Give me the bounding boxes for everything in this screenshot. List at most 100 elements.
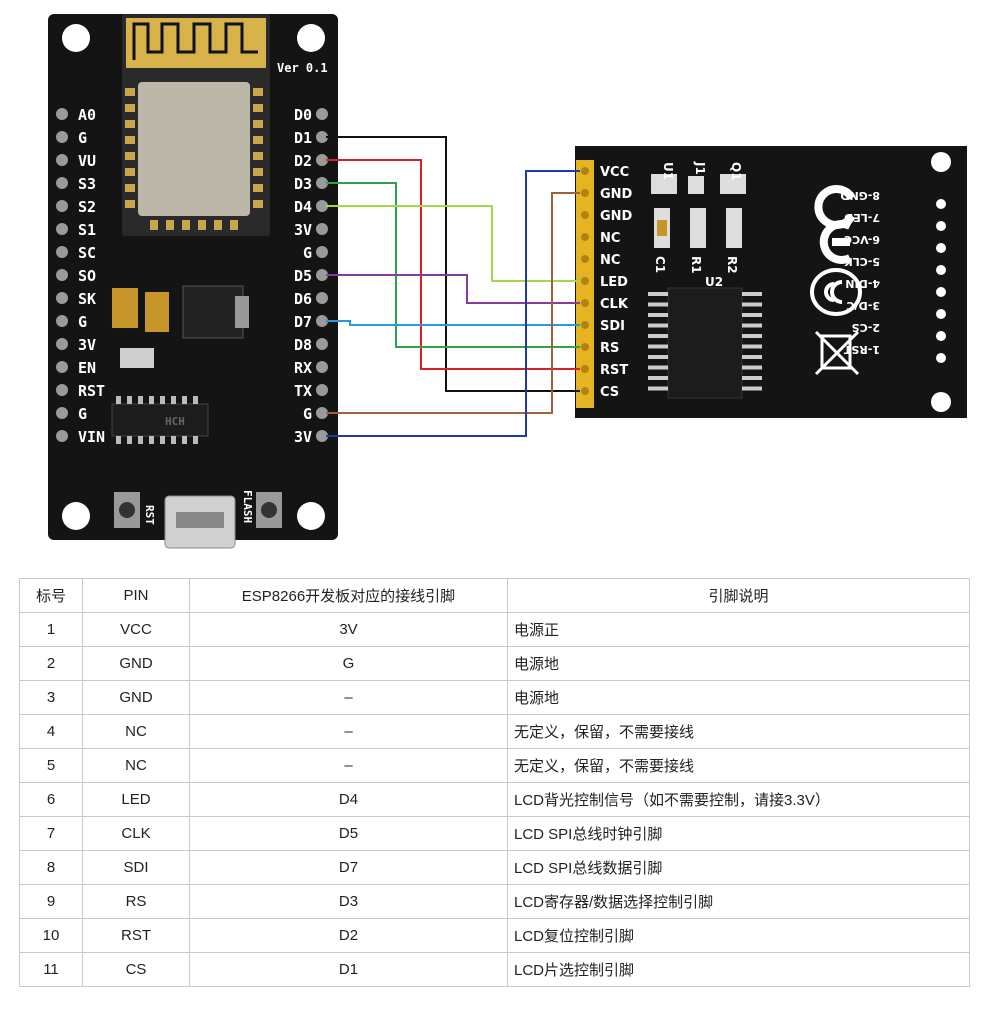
u2-leg — [742, 386, 762, 391]
module-pad — [125, 136, 135, 144]
right-pin-label: RX — [294, 359, 312, 377]
capacitor-2 — [145, 292, 169, 332]
pin-cell: SDI — [82, 850, 190, 885]
wire-d5-clk — [326, 274, 580, 304]
left-pin-label: A0 — [78, 106, 96, 124]
right-pin-hole — [316, 269, 328, 281]
lcd-header-label: VCC — [600, 165, 629, 180]
lcd-header-pin — [581, 167, 589, 175]
left-pin-hole — [56, 177, 68, 189]
u2-leg — [648, 365, 668, 370]
left-pin-label: S3 — [78, 175, 96, 193]
lcd-header-label: CLK — [600, 297, 629, 312]
description-cell: LCD背光控制信号（如不需要控制，请接3.3V） — [507, 782, 970, 817]
left-pin-hole — [56, 292, 68, 304]
left-pin-hole — [56, 430, 68, 442]
right-pin-label: D8 — [294, 336, 312, 354]
lcd-right-pin-hole — [936, 265, 946, 275]
right-pin-hole — [316, 407, 328, 419]
left-pin-hole — [56, 131, 68, 143]
lcd-header-label: RS — [600, 341, 619, 356]
description-cell: LCD SPI总线数据引脚 — [507, 850, 970, 885]
right-pin-hole — [316, 361, 328, 373]
left-pin-hole — [56, 108, 68, 120]
header-pin: PIN — [82, 578, 190, 613]
u2-leg — [648, 355, 668, 359]
component-label: J1 — [693, 161, 707, 175]
left-pin-label: SC — [78, 244, 96, 262]
lcd-header-pin — [581, 321, 589, 329]
component-label: C1 — [653, 256, 667, 273]
u2-leg — [742, 365, 762, 370]
module-pad — [214, 220, 222, 230]
lcd-right-pin-label: 2-CS — [852, 321, 880, 334]
header-esp-pin: ESP8266开发板对应的接线引脚 — [189, 578, 508, 613]
lcd-right-pin-label: 1-RST — [843, 343, 880, 356]
u2-leg — [742, 355, 762, 359]
description-cell: 电源地 — [507, 680, 970, 715]
chip-leg — [160, 436, 165, 444]
chip-leg — [171, 436, 176, 444]
lcd-header-label: RST — [600, 363, 628, 378]
left-pin-label: G — [78, 405, 87, 423]
module-pad — [166, 220, 174, 230]
left-pin-hole — [56, 269, 68, 281]
esp-pin-cell: D7 — [189, 850, 508, 885]
right-pin-label: D6 — [294, 290, 312, 308]
wire-d3-rs — [326, 182, 580, 348]
left-pin-label: S2 — [78, 198, 96, 216]
u2-leg — [742, 323, 762, 328]
description-cell: LCD寄存器/数据选择控制引脚 — [507, 884, 970, 919]
right-pin-hole — [316, 223, 328, 235]
right-pin-hole — [316, 315, 328, 327]
right-pin-label: D0 — [294, 106, 312, 124]
left-pin-label: VIN — [78, 428, 105, 446]
chip-leg — [116, 436, 121, 444]
right-pin-hole — [316, 292, 328, 304]
chip-leg — [127, 436, 132, 444]
lcd-right-pin-hole — [936, 199, 946, 209]
right-pin-label: G — [303, 244, 312, 262]
component-label: U2 — [705, 275, 723, 289]
index-cell: 1 — [19, 612, 83, 647]
lcd-right-pin-label: 4-DIN — [845, 277, 880, 290]
left-pin-label: EN — [78, 359, 96, 377]
index-cell: 2 — [19, 646, 83, 681]
chip-leg — [193, 436, 198, 444]
chip-leg — [160, 396, 165, 404]
module-pad — [125, 104, 135, 112]
left-pin-label: SK — [78, 290, 96, 308]
chip-marking: HCH — [165, 415, 185, 428]
pin-cell: NC — [82, 714, 190, 749]
pin-cell: LED — [82, 782, 190, 817]
pin-cell: NC — [82, 748, 190, 783]
wire-3v-vcc — [326, 170, 580, 437]
module-pad — [253, 104, 263, 112]
chip-leg — [193, 396, 198, 404]
chip-leg — [171, 396, 176, 404]
module-pad — [125, 152, 135, 160]
shield-can — [138, 82, 250, 216]
usb-serial-chip — [111, 403, 209, 437]
rst-button-label: RST — [143, 505, 156, 525]
crystal — [120, 348, 154, 368]
wire-d7-sdi — [326, 320, 580, 326]
lcd-header-label: NC — [600, 253, 620, 268]
module-pad — [253, 120, 263, 128]
left-pin-label: G — [78, 313, 87, 331]
component-label: Q1 — [729, 162, 743, 181]
right-pin-label: D7 — [294, 313, 312, 331]
left-pin-label: G — [78, 129, 87, 147]
wire-d2-rst — [326, 159, 580, 370]
left-pin-hole — [56, 154, 68, 166]
lcd-header-pin — [581, 343, 589, 351]
